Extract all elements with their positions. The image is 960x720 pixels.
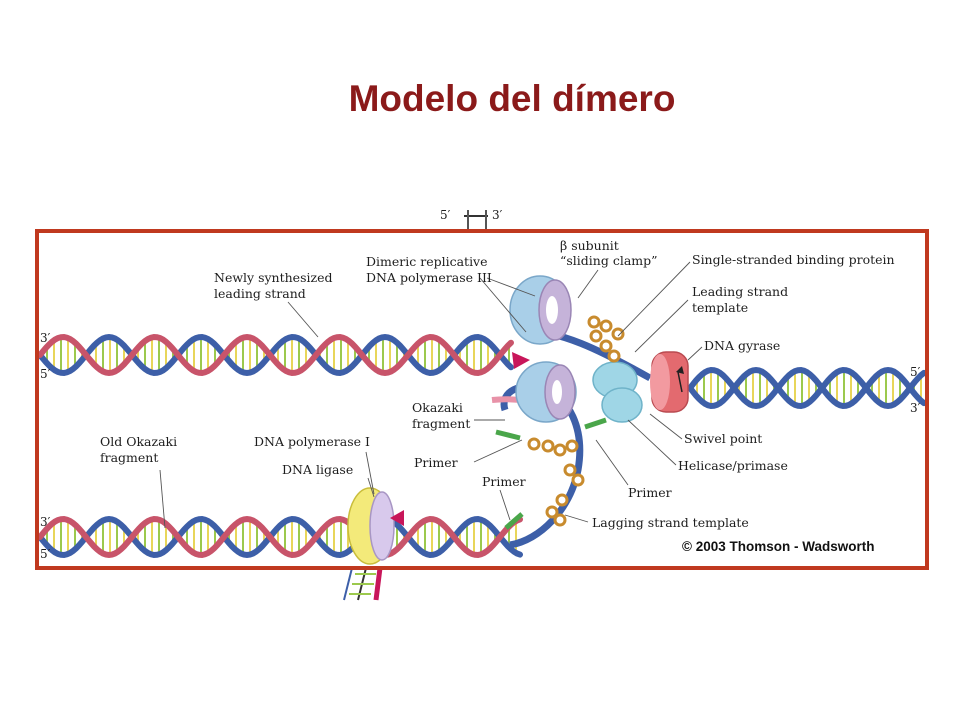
ssb-protein xyxy=(571,473,585,487)
label-beta-subunit: β subunit xyxy=(560,238,619,253)
label-dna-polymerase-i: DNA polymerase I xyxy=(254,434,370,449)
left-top-5prime: 5′ xyxy=(40,367,51,381)
lagging-strand-helix xyxy=(37,515,523,559)
ssb-protein xyxy=(587,315,601,329)
label-swivel-point: Swivel point xyxy=(684,431,762,446)
ssb-protein xyxy=(607,349,621,363)
top-3prime-label: 3′ xyxy=(492,208,503,222)
ssb-protein xyxy=(589,329,603,343)
pol1-arrowhead xyxy=(390,510,404,526)
label-lagging-template: Lagging strand template xyxy=(592,515,749,530)
ssb-protein xyxy=(599,339,613,353)
dna-polymerase-i xyxy=(347,487,395,565)
helicase-primase xyxy=(592,361,643,423)
left-bottom-3prime: 3′ xyxy=(40,515,51,529)
leading-strand-helix xyxy=(37,333,514,377)
top-template-segment xyxy=(464,210,488,231)
copyright-text: © 2003 Thomson - Wadsworth xyxy=(682,539,874,554)
leading-strand-arrowhead xyxy=(512,352,530,369)
ssb-protein xyxy=(555,493,569,507)
label-pointer-lines xyxy=(159,261,703,529)
ssb-protein xyxy=(565,439,579,453)
label-dna-ligase: DNA ligase xyxy=(282,462,353,477)
ssb-protein xyxy=(553,443,567,457)
label-old-okazaki-1: Old Okazaki xyxy=(100,434,177,449)
helix-backbone xyxy=(37,333,514,377)
ssb-protein xyxy=(553,513,567,527)
parental-dna-helix xyxy=(687,366,927,410)
label-dimeric-2: DNA polymerase III xyxy=(366,270,492,285)
bottom-outgoing-segment xyxy=(343,567,383,601)
left-top-3prime: 3′ xyxy=(40,331,51,345)
page-title: Modelo del dímero xyxy=(348,78,676,119)
label-old-okazaki-2: fragment xyxy=(100,450,158,465)
label-helicase-primase: Helicase/primase xyxy=(678,458,788,473)
ssb-protein xyxy=(527,437,541,451)
left-bottom-5prime: 5′ xyxy=(40,547,51,561)
ssb-protein xyxy=(599,319,613,333)
right-5prime: 5′ xyxy=(910,365,921,379)
primer-green-1 xyxy=(495,429,521,441)
dna-gyrase xyxy=(650,351,689,413)
diagram-frame xyxy=(35,229,929,570)
label-primer-left: Primer xyxy=(414,455,458,470)
helix-backbone xyxy=(687,366,927,410)
helix-backbone xyxy=(37,515,523,559)
label-sliding-clamp: “sliding clamp” xyxy=(560,253,658,268)
ssb-protein xyxy=(541,439,555,453)
label-leading-template-1: Leading strand xyxy=(692,284,788,299)
ssb-protein xyxy=(611,327,625,341)
label-newly-synthesized-1: Newly synthesized xyxy=(214,270,332,285)
top-5prime-label: 5′ xyxy=(440,208,451,222)
ssb-protein xyxy=(563,463,577,477)
single-stranded-binding-proteins xyxy=(527,315,625,527)
helix-backbone xyxy=(37,515,523,559)
label-dimeric-1: Dimeric replicative xyxy=(366,254,488,269)
label-newly-synthesized-2: leading strand xyxy=(214,286,306,301)
helix-backbone xyxy=(687,366,927,410)
primer-green-2 xyxy=(584,417,607,430)
label-primer-right: Primer xyxy=(628,485,672,500)
label-okazaki-1: Okazaki xyxy=(412,400,463,415)
ssb-protein xyxy=(545,505,559,519)
label-ssb: Single-stranded binding protein xyxy=(692,252,895,267)
right-3prime: 3′ xyxy=(910,401,921,415)
label-primer-bottom: Primer xyxy=(482,474,526,489)
dna-polymerase-iii-dimer xyxy=(509,275,577,423)
label-leading-template-2: template xyxy=(692,300,748,315)
primer-green-3 xyxy=(504,512,524,530)
label-okazaki-2: fragment xyxy=(412,416,470,431)
label-dna-gyrase: DNA gyrase xyxy=(704,338,780,353)
helix-backbone xyxy=(37,333,514,377)
